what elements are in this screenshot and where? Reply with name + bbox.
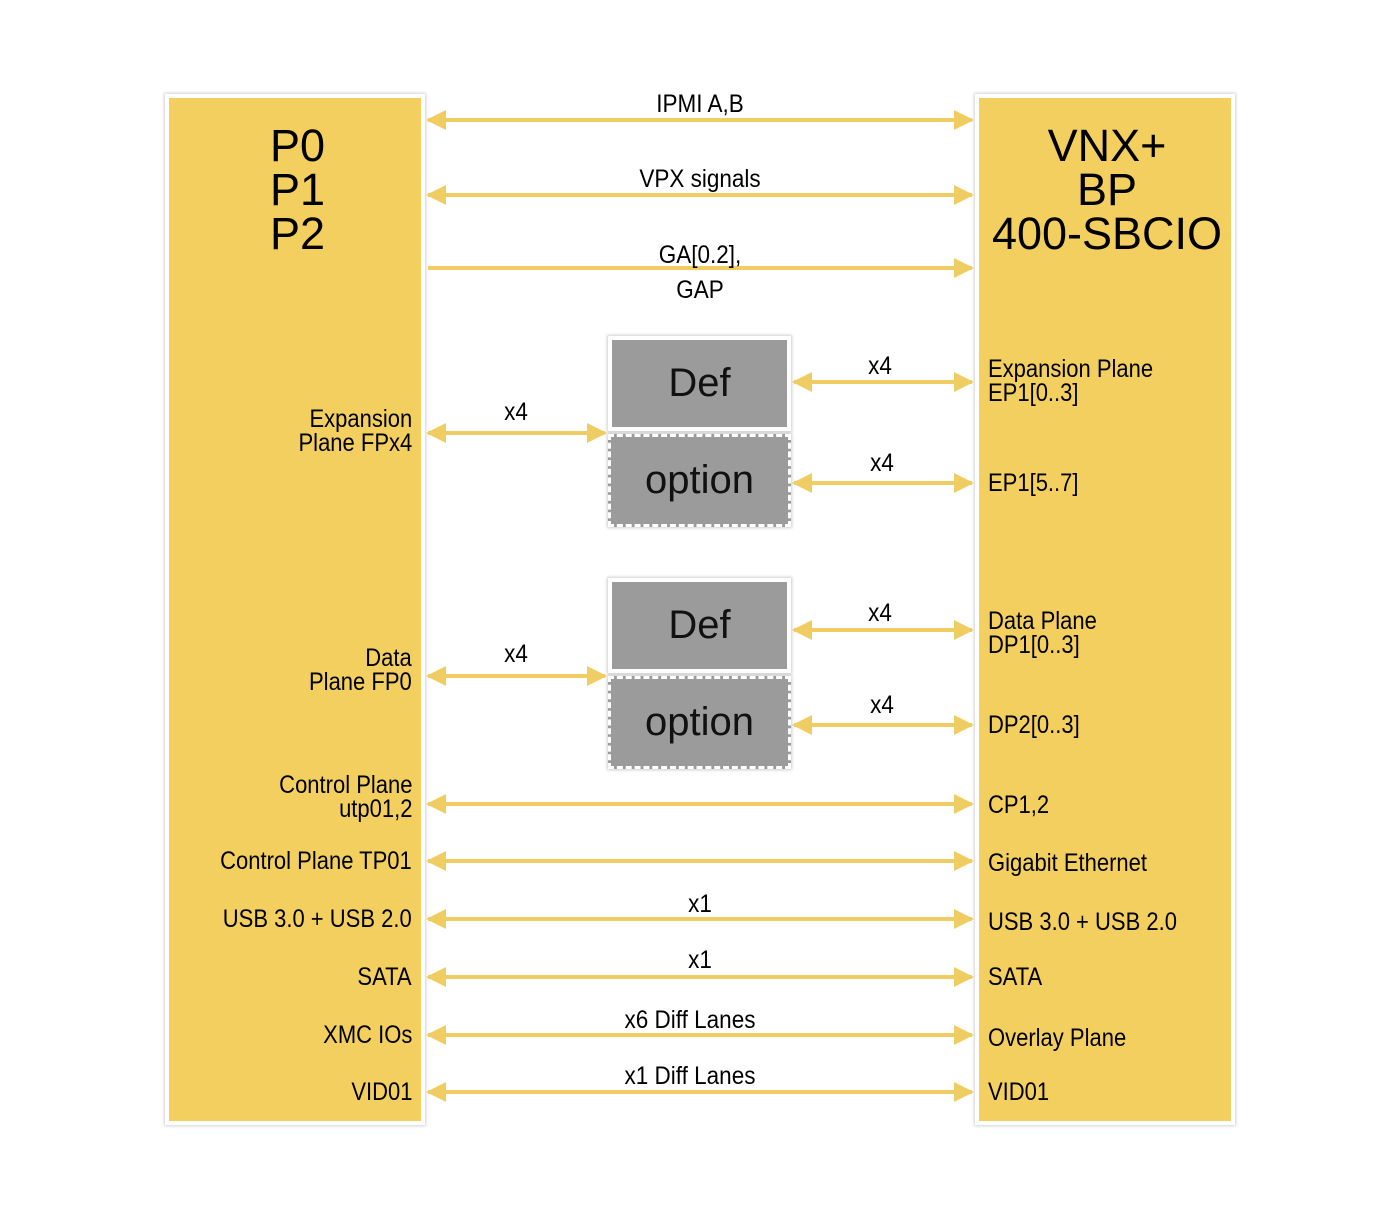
usb-right: USB 3.0 + USB 2.0 [988,908,1177,936]
data-option-box: option [608,676,791,769]
ga-label: GA[0.2], GAP [658,241,742,304]
sata-right: SATA [988,963,1043,991]
vid-right: VID01 [988,1078,1050,1106]
data-option-target: DP2[0..3] [988,711,1080,739]
control-plane-utp-left: Control Plane utp01,2 [278,771,412,823]
right-block-title: VNX+ BP 400-SBCIO [991,120,1223,259]
data-left-width: x4 [504,640,528,668]
control-plane-tp-right: Gigabit Ethernet [988,849,1147,877]
right-backplane-block [975,94,1235,1125]
data-def-target: Data Plane DP1[0..3] [988,607,1097,659]
control-plane-utp-right: CP1,2 [988,791,1050,819]
usb-width: x1 [688,890,712,918]
data-def-width: x4 [868,599,892,627]
vid-width: x1 Diff Lanes [624,1062,756,1090]
data-left-label: Data Plane FP0 [309,644,412,696]
expansion-def-box: Def [608,336,791,431]
sata-left: SATA [357,963,412,991]
expansion-option-box: option [608,434,791,527]
xmc-right: Overlay Plane [988,1024,1127,1052]
expansion-option-target: EP1[5..7] [988,469,1079,497]
data-def-box: Def [608,578,791,673]
expansion-option-width: x4 [870,449,894,477]
data-option-width: x4 [870,691,894,719]
xmc-width: x6 Diff Lanes [624,1006,756,1034]
left-connector-block [165,94,425,1125]
xmc-left: XMC IOs [322,1021,412,1049]
expansion-left-width: x4 [504,398,528,426]
left-block-title: P0 P1 P2 [270,120,326,259]
expansion-def-target: Expansion Plane EP1[0..3] [988,355,1154,407]
sata-width: x1 [688,946,712,974]
ipmi-label: IPMI A,B [656,90,744,118]
vid-left: VID01 [350,1078,412,1106]
expansion-left-label: Expansion Plane FPx4 [298,405,412,457]
vpx-label: VPX signals [639,165,761,193]
usb-left: USB 3.0 + USB 2.0 [223,905,412,933]
expansion-def-width: x4 [868,352,892,380]
control-plane-tp-left: Control Plane TP01 [220,847,412,875]
